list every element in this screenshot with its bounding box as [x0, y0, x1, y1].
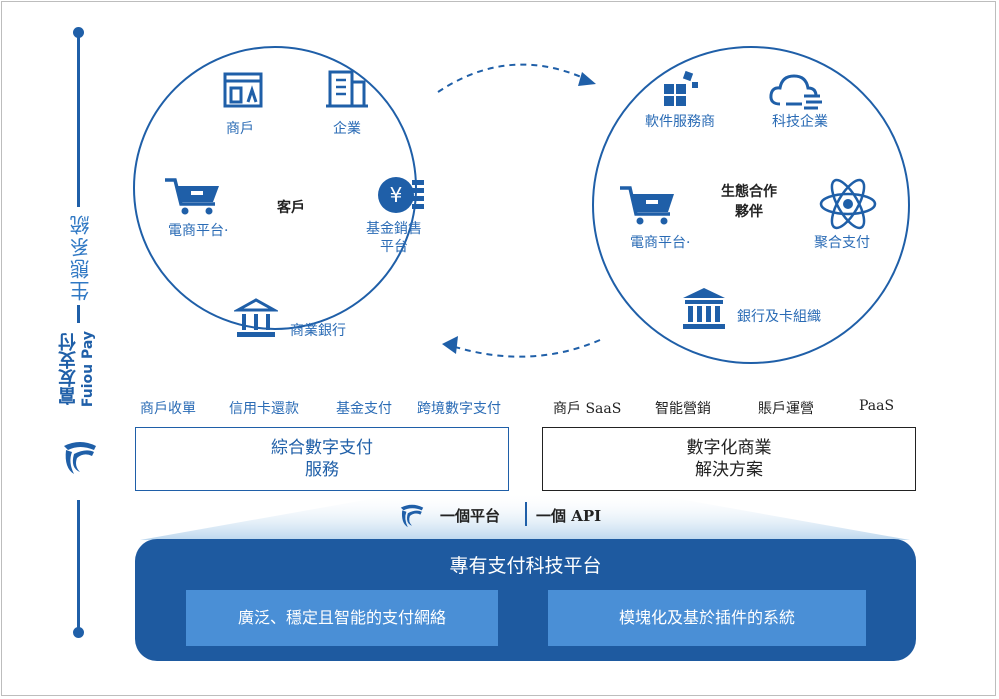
building-icon: [326, 70, 368, 108]
customer-merchant: 商戶: [226, 121, 254, 137]
arrow-left-head: [442, 336, 458, 354]
platform-api-divider: [525, 502, 527, 526]
partner-aggregate-payment: 聚合支付: [814, 235, 870, 251]
service-paas: PaaS: [859, 398, 895, 414]
customers-center-label: 客戶: [277, 200, 305, 216]
svg-text:¥: ¥: [390, 183, 403, 207]
customer-enterprise: 企業: [333, 121, 361, 137]
arrow-right-head: [578, 72, 596, 86]
customer-fund-sales: 基金銷售 平台: [366, 220, 422, 256]
partners-center-label: 生態合作 夥伴: [714, 182, 784, 222]
fuiou-logo-icon: [64, 442, 96, 474]
payment-network-box: 廣泛、穩定且智能的支付網絡: [186, 590, 498, 646]
brand-name-en: Fuiou Pay: [80, 331, 96, 408]
digital-business-solutions-box: 數字化商業 解決方案: [542, 427, 916, 491]
modular-system-box: 模塊化及基於插件的系統: [548, 590, 866, 646]
fund-sales-line1: 基金銷售: [366, 221, 422, 237]
digital-business-line2: 解決方案: [695, 460, 763, 480]
customer-commercial-bank: 商業銀行: [290, 323, 346, 339]
ecosystem-label: 生態系統: [69, 213, 93, 301]
partners-center-line2: 夥伴: [735, 204, 763, 220]
service-credit-card-repayment: 信用卡還款: [229, 401, 299, 417]
rail-line-top: [77, 32, 80, 207]
shop-icon: [223, 72, 263, 108]
partner-ecommerce: 電商平台·: [630, 235, 691, 251]
partners-center-line1: 生態合作: [721, 184, 777, 200]
service-fund-payment: 基金支付: [336, 401, 392, 417]
customer-ecommerce: 電商平台·: [168, 223, 229, 239]
one-api-label: 一個 API: [536, 507, 602, 525]
partners-circle: [592, 46, 910, 364]
digital-payment-line2: 服務: [305, 460, 339, 480]
modular-system-label: 模塊化及基於插件的系統: [618, 608, 795, 627]
rail-line-bottom: [77, 500, 80, 630]
service-cross-border-payment: 跨境數字支付: [417, 401, 501, 417]
payment-network-label: 廣泛、穩定且智能的支付網絡: [237, 608, 446, 627]
brand-name-cn: 富友支付: [58, 333, 79, 405]
partner-tech-enterprise: 科技企業: [772, 114, 828, 130]
digital-payment-line1: 綜合數字支付: [271, 438, 373, 458]
coin-icon: ¥: [378, 177, 424, 213]
fund-sales-line2: 平台: [380, 239, 408, 255]
service-smart-marketing: 智能營銷: [655, 401, 711, 417]
bank-icon: [234, 298, 278, 337]
service-account-operations: 賬戶運營: [758, 401, 814, 417]
software-blocks-icon: [664, 70, 698, 106]
rail-bottom-dot: [73, 627, 84, 638]
partner-bank-card-org: 銀行及卡組織: [737, 309, 821, 325]
fuiou-logo-icon: [400, 504, 424, 528]
one-platform-label: 一個平台: [440, 507, 501, 525]
flow-arrows: [437, 63, 601, 358]
rail-line-mid: [77, 305, 80, 323]
service-merchant-saas: 商戶 SaaS: [553, 401, 622, 417]
platform-title: 專有支付科技平台: [449, 555, 602, 577]
digital-payment-services-box: 綜合數字支付 服務: [135, 427, 509, 491]
bank-icon: [683, 288, 725, 329]
service-merchant-acquiring: 商戶收單: [140, 401, 196, 417]
digital-business-line1: 數字化商業: [686, 438, 772, 458]
cloud-icon: [769, 74, 822, 110]
shopping-cart-icon: [165, 178, 219, 215]
partner-software-provider: 軟件服務商: [645, 114, 715, 130]
shopping-cart-icon: [620, 186, 674, 225]
atom-icon: [819, 178, 877, 230]
